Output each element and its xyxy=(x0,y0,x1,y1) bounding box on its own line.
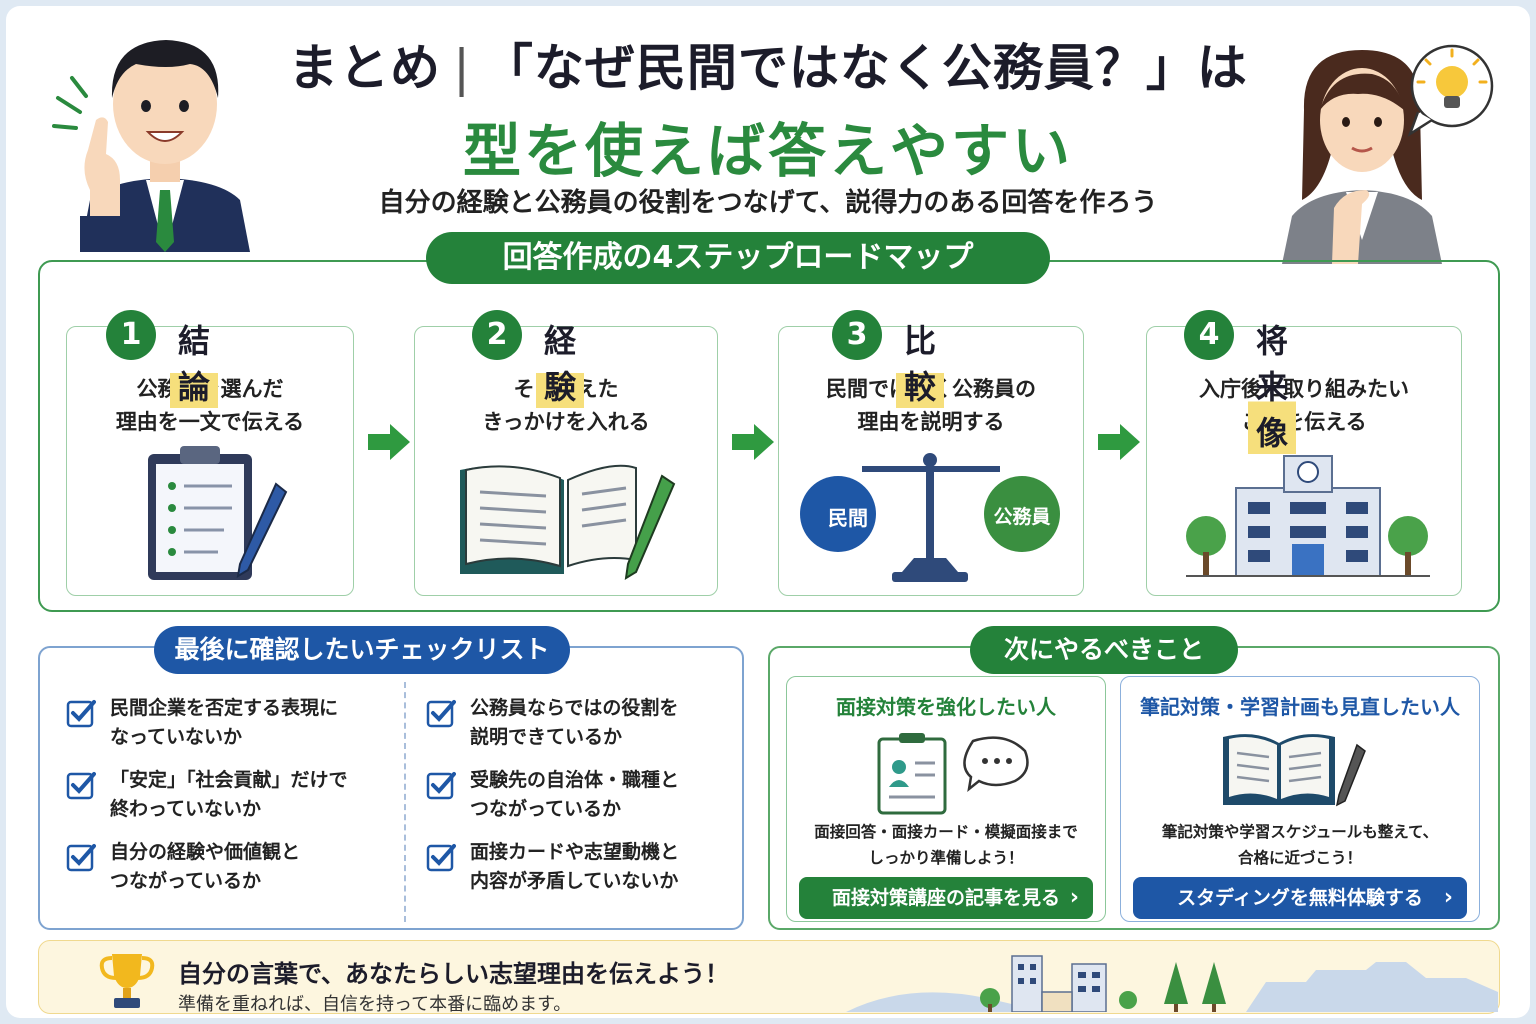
checkbox-checked-icon xyxy=(426,700,456,728)
step-1-label: 結論 xyxy=(170,316,219,408)
city-skyline-illustration xyxy=(846,955,1498,1012)
interview-form-icon xyxy=(877,733,1029,815)
free-trial-button-label: スタディングを無料体験する xyxy=(1177,887,1423,909)
step-4-number: 4 xyxy=(1184,310,1234,360)
chevron-right-icon: › xyxy=(1069,885,1079,910)
step-4-description: 入庁後に取り組みたい ことを伝える xyxy=(1147,373,1461,439)
checkbox-checked-icon xyxy=(426,844,456,872)
study-card-title: 筆記対策・学習計画も見直したい人 xyxy=(1140,695,1460,719)
checklist-item-text: 「安定」「社会貢献」だけで終わっていないか xyxy=(110,769,348,820)
footer-submessage: 準備を重ねれば、自信を持って本番に臨めます。 xyxy=(178,994,572,1015)
interview-article-button[interactable]: 面接対策講座の記事を見る › xyxy=(799,877,1093,919)
page: まとめ|「なぜ民間ではなく公務員？」は 型を使えば答えやすい 自分の経験と公務員… xyxy=(6,6,1530,1018)
step-1-number: 1 xyxy=(106,310,156,360)
page-title: まとめ|「なぜ民間ではなく公務員？」は xyxy=(6,28,1530,100)
title-highlight: 型を使えば答えやすい xyxy=(462,117,1073,185)
checklist-item[interactable]: 面接カードや志望動機と内容が矛盾していないか xyxy=(426,838,679,896)
study-card: 筆記対策・学習計画も見直したい人 筆記対策や学習スケジュールも整えて、 合格に近… xyxy=(1120,676,1480,922)
checklist-item-text: 面接カードや志望動機と内容が矛盾していないか xyxy=(470,841,680,892)
businessman-pointing-illustration xyxy=(52,40,250,252)
step-3-desc-line2: 理由を説明する xyxy=(857,410,1005,434)
free-trial-button[interactable]: スタディングを無料体験する › xyxy=(1133,877,1467,919)
step-2-desc-line2: きっかけを入れる xyxy=(482,410,650,434)
title-left: まとめ xyxy=(288,39,442,97)
checklist-heading: 最後に確認したいチェックリスト xyxy=(154,626,570,674)
trophy-icon xyxy=(99,954,155,1008)
subtitle: 自分の経験と公務員の役割をつなげて、説得力のある回答を作ろう xyxy=(378,188,1158,218)
checkbox-checked-icon xyxy=(66,844,96,872)
checklist-item-text: 公務員ならではの役割を説明できているか xyxy=(470,697,679,748)
checkbox-checked-icon xyxy=(426,772,456,800)
step-4-desc-line1: 入庁後に取り組みたい xyxy=(1199,377,1409,401)
interview-article-button-label: 面接対策講座の記事を見る xyxy=(831,887,1060,909)
checkbox-checked-icon xyxy=(66,772,96,800)
arrow-right-icon xyxy=(368,424,410,460)
interview-card-text: 面接回答・面接カード・模擬面接まで しっかり準備しよう！ xyxy=(814,823,1078,867)
step-3-number: 3 xyxy=(832,310,882,360)
study-card-text: 筆記対策や学習スケジュールも整えて、 合格に近づこう！ xyxy=(1161,823,1439,867)
checklist-item-text: 受験先の自治体・職種とつながっているか xyxy=(470,769,680,820)
checklist-item[interactable]: 自分の経験や価値観とつながっているか xyxy=(66,838,300,896)
step-4-label: 将来像 xyxy=(1248,316,1297,454)
notebook-pen-icon xyxy=(1223,734,1366,807)
footer-message: 自分の言葉で、あなたらしい志望理由を伝えよう！ xyxy=(178,960,730,988)
next-steps-heading: 次にやるべきこと xyxy=(970,626,1238,674)
step-4-desc-line2: ことを伝える xyxy=(1241,410,1367,434)
checklist-item[interactable]: 公務員ならではの役割を説明できているか xyxy=(426,694,678,752)
government-building-icon xyxy=(1186,455,1430,577)
title-separator: | xyxy=(453,39,471,97)
roadmap-heading: 回答作成の4ステップロードマップ xyxy=(426,232,1050,284)
arrow-right-icon xyxy=(1098,424,1140,460)
chevron-right-icon: › xyxy=(1443,885,1453,910)
checklist-item[interactable]: 受験先の自治体・職種とつながっているか xyxy=(426,766,679,824)
checklist-item[interactable]: 民間企業を否定する表現になっていないか xyxy=(66,694,338,752)
scale-label-private: 民間 xyxy=(828,506,868,530)
checklist-divider xyxy=(404,682,406,922)
arrow-right-icon xyxy=(732,424,774,460)
step-3-label: 比較 xyxy=(896,316,945,408)
open-book-icon xyxy=(460,464,676,580)
businesswoman-thinking-illustration xyxy=(1282,50,1442,264)
checklist-item[interactable]: 「安定」「社会貢献」だけで終わっていないか xyxy=(66,766,348,824)
checkbox-checked-icon xyxy=(66,700,96,728)
scale-label-public: 公務員 xyxy=(993,506,1051,528)
step-2-label: 経験 xyxy=(536,316,585,408)
balance-scale-icon xyxy=(800,453,1060,582)
step-2-number: 2 xyxy=(472,310,522,360)
checklist-item-text: 民間企業を否定する表現になっていないか xyxy=(110,697,339,748)
step-1-desc-line2: 理由を一文で伝える xyxy=(115,410,305,434)
clipboard-icon xyxy=(148,446,288,580)
interview-card-title: 面接対策を強化したい人 xyxy=(836,695,1056,719)
interview-card: 面接対策を強化したい人 面接回答・面接カード・模擬面接まで しっかり準備しよう！… xyxy=(786,676,1106,922)
title-right: 「なぜ民間ではなく公務員？」は xyxy=(482,39,1248,97)
checklist-item-text: 自分の経験や価値観とつながっているか xyxy=(110,841,301,892)
lightbulb-icon xyxy=(1407,44,1494,138)
